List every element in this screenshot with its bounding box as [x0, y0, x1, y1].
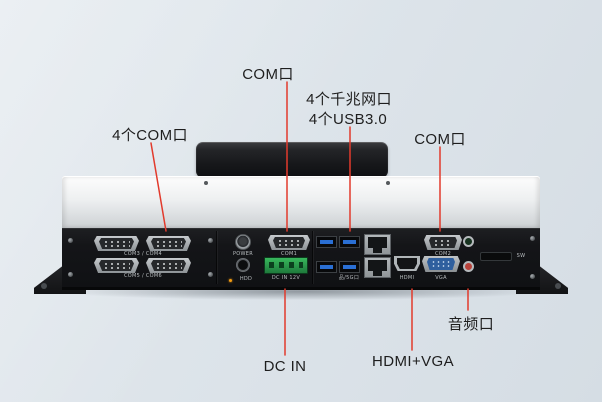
usb3-port [316, 236, 337, 248]
dc-in-label: DC IN 12V [271, 275, 301, 281]
panel-screw [530, 236, 535, 241]
callout-left-com-ports: 4个COM口 [112, 127, 188, 144]
chassis-top-band [62, 176, 540, 228]
usb3-port [339, 236, 360, 248]
lan-port [364, 257, 391, 278]
bracket-hole [41, 283, 47, 289]
com3-port [94, 236, 139, 251]
antenna-connector [235, 234, 251, 250]
sw-label: SW [516, 253, 526, 259]
chassis-screw-hole [386, 181, 390, 185]
hdmi-label: HDMI [399, 275, 415, 281]
callout-dc-in: DC IN [263, 358, 307, 375]
vga-label: VGA [435, 275, 447, 281]
hdmi-port [394, 256, 420, 271]
usb3-port [316, 261, 337, 273]
com1-label: COM1 [280, 251, 298, 257]
callout-top-com-port: COM口 [242, 66, 294, 83]
bracket-hole [555, 283, 561, 289]
panel-screw [68, 238, 73, 243]
vga-port [422, 256, 460, 272]
dc-in-terminal [264, 257, 308, 274]
com6-port [146, 258, 191, 273]
panel-screw [530, 274, 535, 279]
panel-seam [216, 231, 217, 284]
callout-audio-port: 音频口 [447, 316, 495, 333]
audio-jack-mic [463, 261, 474, 272]
audio-jack-top [463, 236, 474, 247]
com34-label: COM3 / COM4 [123, 251, 163, 257]
com5-port [94, 258, 139, 273]
com1-port [268, 235, 310, 250]
com2-label: COM2 [434, 251, 452, 257]
callout-usb3: 4个USB3.0 [308, 111, 388, 128]
callout-gigabit-lan: 4个千兆网口 [306, 91, 392, 108]
com4-port [146, 236, 191, 251]
com56-label: COM5 / COM6 [123, 273, 163, 279]
sw-slot [480, 252, 512, 261]
panel-screw [208, 238, 213, 243]
power-label: POWER [232, 251, 254, 257]
lan-usb-label: 品/5G口 [338, 275, 360, 281]
front-panel: COM3 / COM4 COM5 / COM6 POWER HDD COM1 D… [62, 228, 540, 290]
usb3-port [339, 261, 360, 273]
panel-screw [68, 272, 73, 277]
panel-seam [312, 231, 313, 284]
chassis-screw-hole [204, 181, 208, 185]
hdd-label: HDD [239, 276, 253, 282]
callout-right-com-port: COM口 [414, 131, 466, 148]
hdd-led [229, 279, 232, 282]
com2-port [424, 235, 462, 250]
callout-hdmi-vga: HDMI+VGA [372, 353, 454, 370]
power-button [236, 258, 250, 272]
lan-port [364, 234, 391, 255]
panel-screw [208, 272, 213, 277]
device-top-stand [196, 142, 388, 178]
